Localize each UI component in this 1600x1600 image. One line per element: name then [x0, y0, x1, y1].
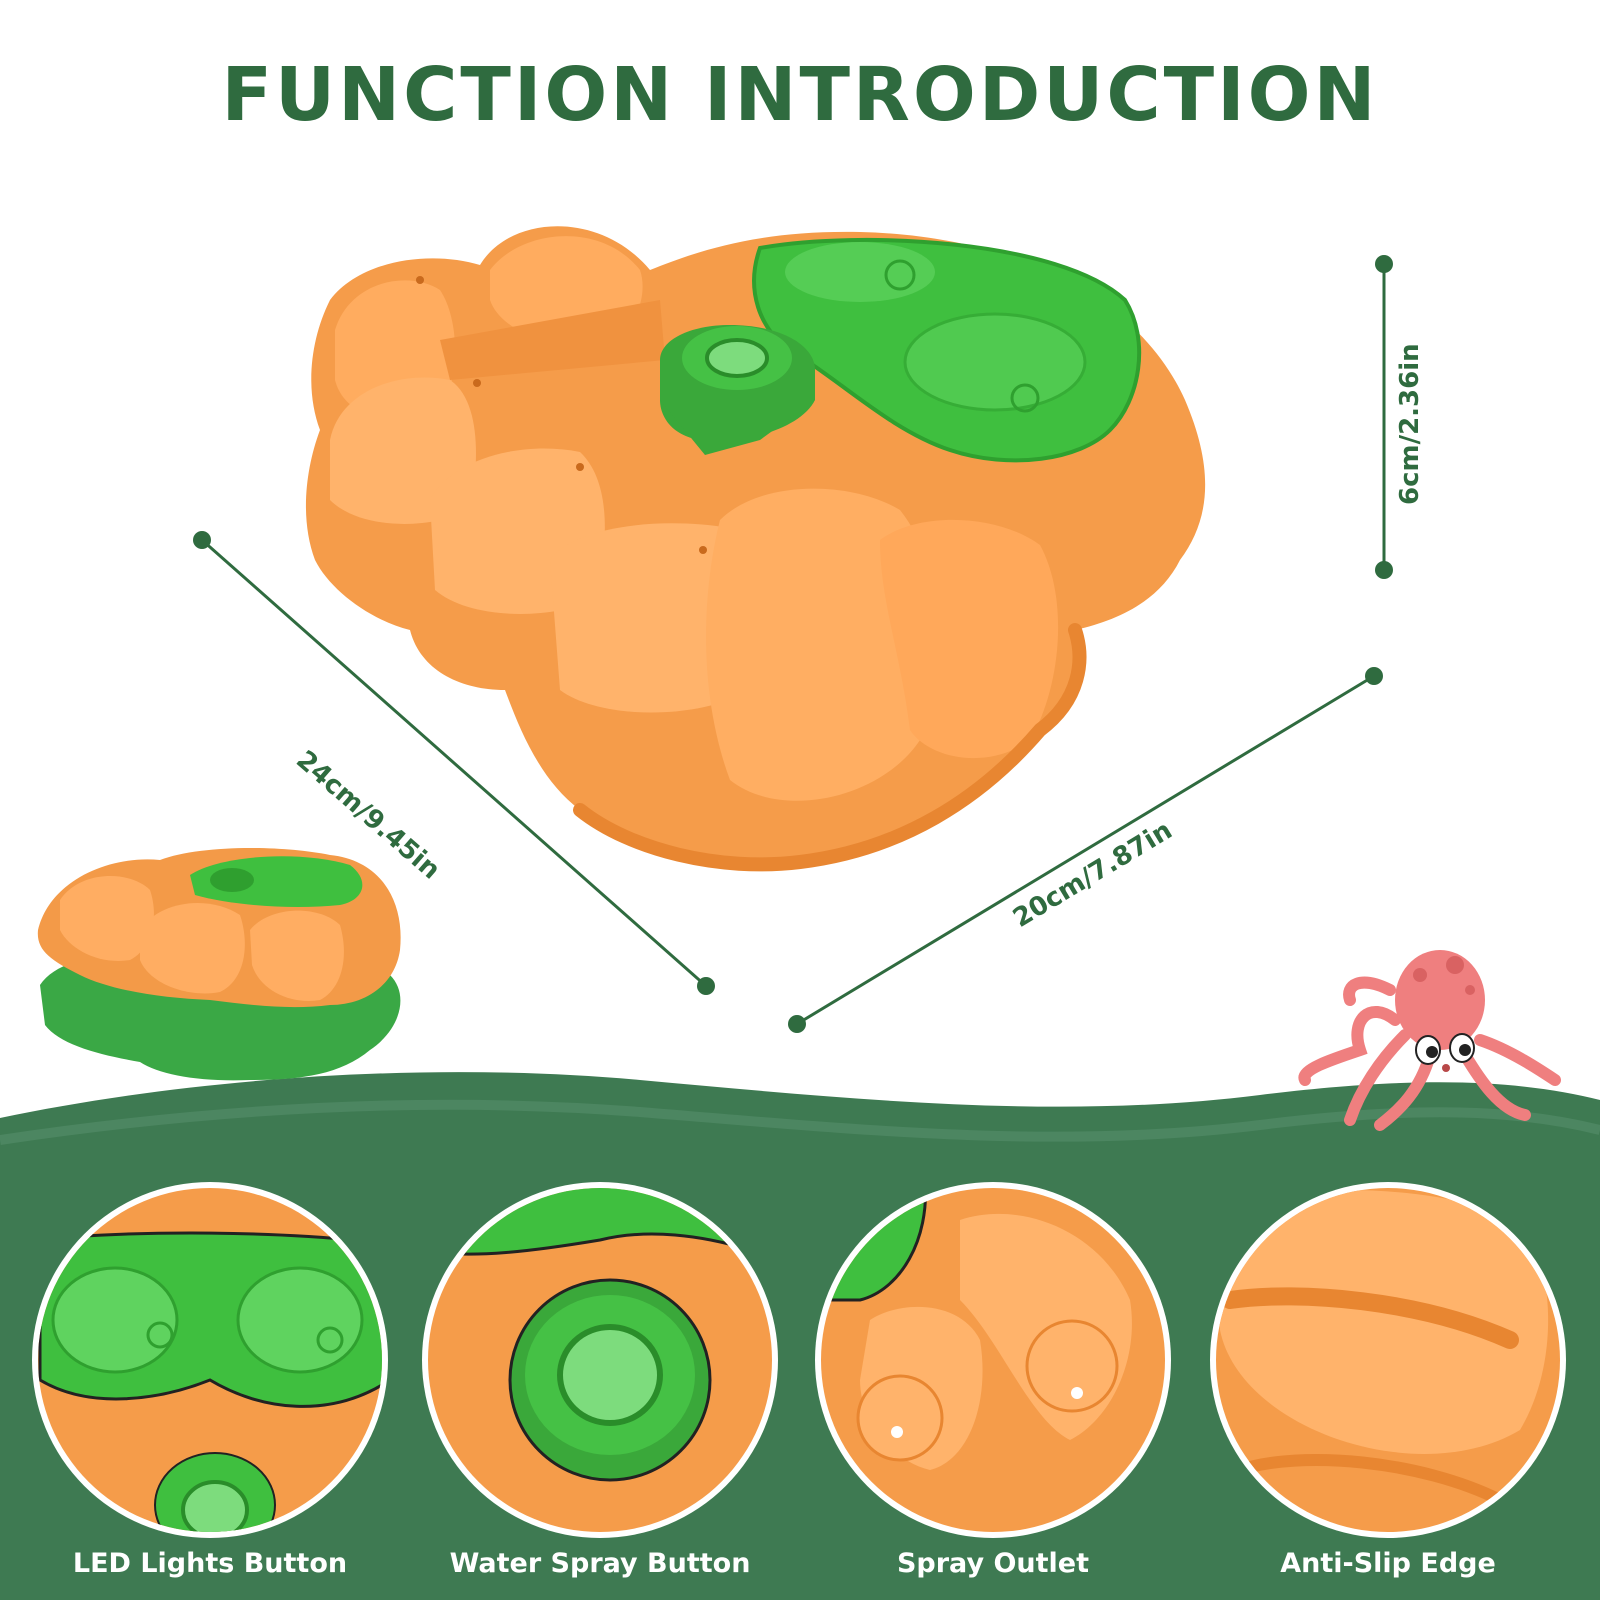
feature-label-led-lights: LED Lights Button: [72, 1548, 348, 1579]
feature-label-water-spray: Water Spray Button: [449, 1548, 751, 1579]
feature-label-spray-outlet: Spray Outlet: [896, 1548, 1090, 1579]
stacked-product-image: [37, 848, 401, 1081]
page-title: FUNCTION INTRODUCTION: [221, 52, 1379, 138]
octopus-illustration: [1298, 950, 1561, 1131]
feature-image-spray-outlet: [815, 1182, 1171, 1538]
dimension-label-height: 6cm/2.36in: [1395, 343, 1425, 505]
dimension-line-width: [788, 667, 1383, 1033]
feature-image-water-spray: [422, 1182, 778, 1538]
main-product-image: [305, 226, 1206, 872]
dimension-line-length: [193, 531, 715, 995]
feature-image-led-lights: [32, 1182, 388, 1538]
feature-label-anti-slip-edge: Anti-Slip Edge: [1280, 1548, 1496, 1579]
green-wave-background: [0, 1072, 1600, 1600]
dimension-line-height: [1375, 255, 1393, 579]
feature-image-anti-slip-edge: [1210, 1182, 1566, 1538]
